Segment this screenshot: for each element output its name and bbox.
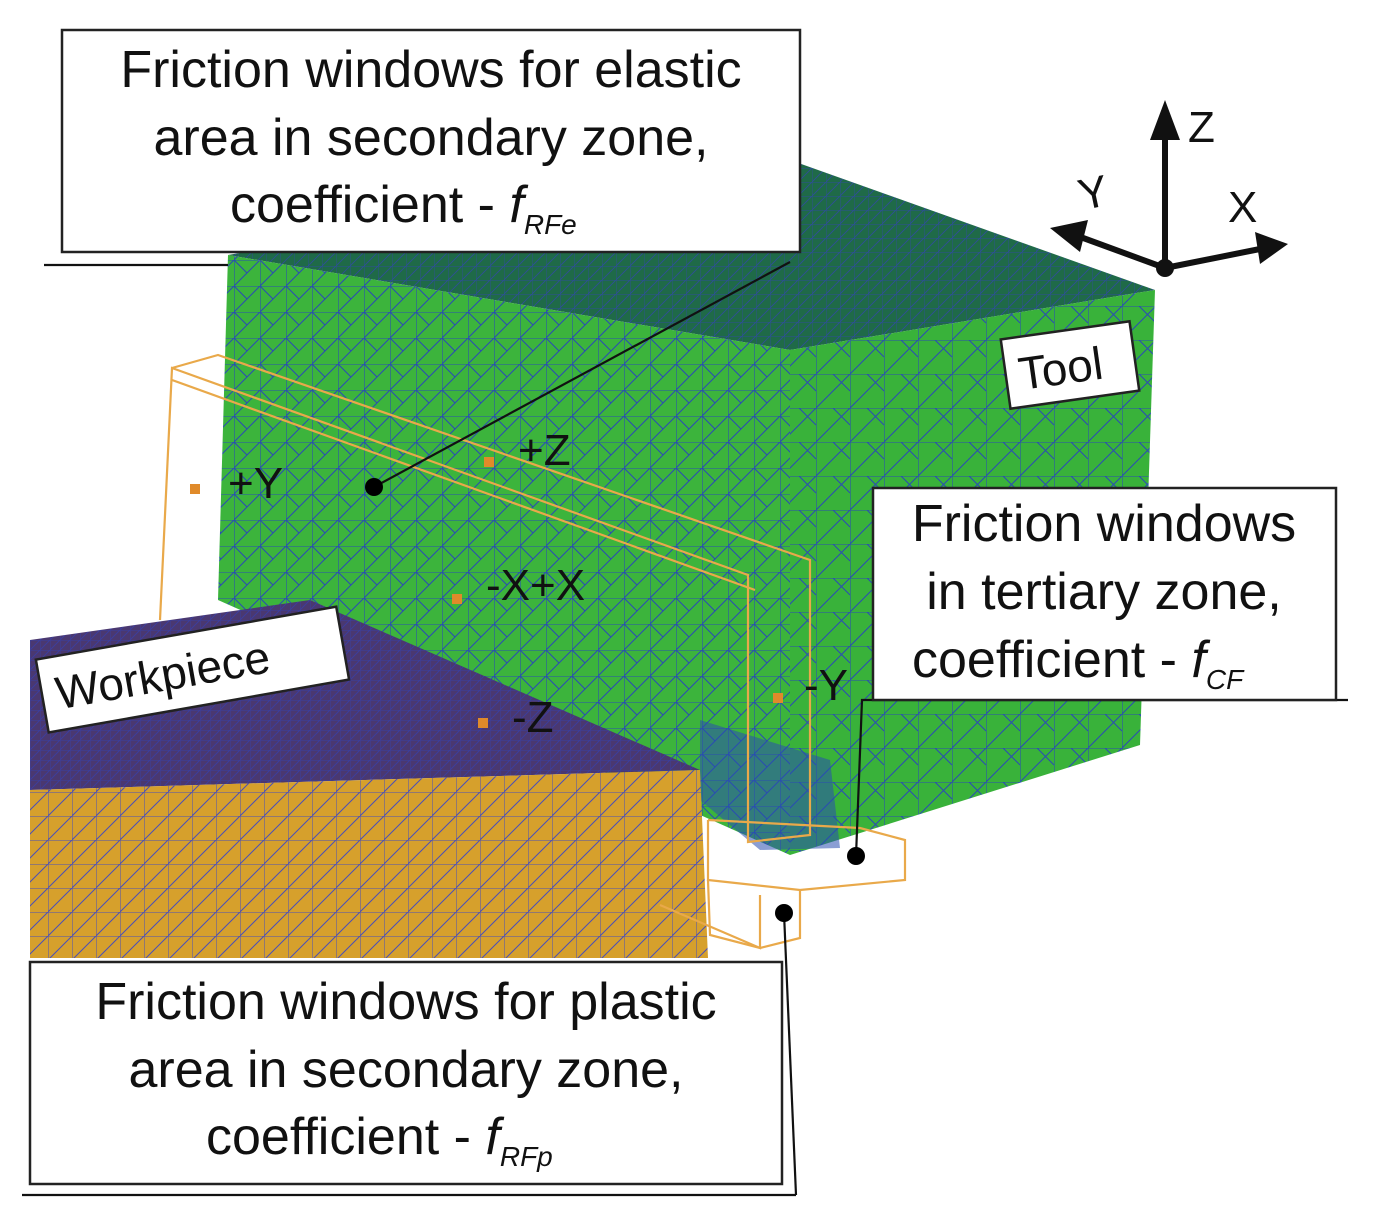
- callout-elastic-subscript: RFe: [524, 209, 577, 240]
- y-arrow-head: [1050, 220, 1088, 252]
- axes-triad: Z Y X: [1050, 100, 1288, 277]
- face-label-minus-z: -Z: [512, 693, 554, 742]
- friction-window-secondary-wireframe: [158, 353, 812, 844]
- axis-label-x: X: [1228, 183, 1257, 232]
- z-arrow-head: [1150, 100, 1180, 140]
- callout-plastic-line3-group: coefficient - fRFp: [206, 1108, 553, 1172]
- callout-elastic-line3-group: coefficient - fRFe: [230, 176, 577, 240]
- callout-plastic-line1: Friction windows for plastic: [95, 973, 716, 1031]
- callout-tertiary-line2: in tertiary zone,: [926, 563, 1282, 621]
- callout-elastic-line3: coefficient -: [230, 176, 509, 234]
- marker-dot-elastic: [365, 478, 383, 496]
- face-label-x: -X+X: [486, 561, 585, 610]
- callout-plastic: Friction windows for plastic area in sec…: [28, 960, 784, 1186]
- callout-elastic-line1: Friction windows for elastic: [120, 41, 741, 99]
- axes-origin: [1156, 259, 1174, 277]
- face-marker-minus-z: [478, 718, 488, 728]
- axis-label-y: Y: [1074, 166, 1113, 220]
- face-marker-x: [452, 594, 462, 604]
- callout-plastic-line3: coefficient -: [206, 1108, 485, 1166]
- callout-plastic-symbol: f: [485, 1108, 504, 1166]
- tool-top-face: [228, 160, 1155, 350]
- marker-dot-plastic: [775, 904, 793, 922]
- callout-tertiary-symbol: f: [1191, 631, 1210, 689]
- callout-plastic-line2: area in secondary zone,: [128, 1041, 683, 1099]
- face-marker-plus-z: [484, 457, 494, 467]
- axis-label-z: Z: [1188, 103, 1215, 152]
- workpiece-front-face: [30, 770, 708, 958]
- face-marker-plus-y: [190, 484, 200, 494]
- tool-label: Tool: [999, 319, 1141, 411]
- face-marker-minus-y: [773, 693, 783, 703]
- face-label-minus-y: -Y: [804, 661, 848, 710]
- friction-window-secondary-edge: [171, 378, 756, 592]
- callout-tertiary-line3: coefficient -: [912, 631, 1191, 689]
- callout-tertiary-line1: Friction windows: [912, 495, 1296, 553]
- face-label-plus-z: +Z: [518, 426, 571, 475]
- callout-plastic-subscript: RFp: [500, 1141, 553, 1172]
- tool-label-text: Tool: [1015, 337, 1106, 400]
- friction-window-plastic-edge: [659, 895, 762, 950]
- callout-tertiary-subscript: CF: [1206, 664, 1245, 695]
- callout-tertiary: Friction windows in tertiary zone, coeff…: [871, 486, 1338, 702]
- face-label-plus-y: +Y: [228, 459, 283, 508]
- leader-plastic: [782, 912, 798, 1196]
- callout-elastic-line2: area in secondary zone,: [153, 109, 708, 167]
- tool-edge-dense-mesh: [700, 720, 840, 850]
- marker-dot-tertiary: [847, 847, 865, 865]
- leader-elastic: [373, 261, 791, 488]
- callout-tertiary-line3-group: coefficient - fCF: [912, 631, 1245, 695]
- x-arrow-head: [1255, 232, 1288, 264]
- callout-elastic-symbol: f: [509, 176, 528, 234]
- callout-elastic: Friction windows for elastic area in sec…: [60, 28, 802, 254]
